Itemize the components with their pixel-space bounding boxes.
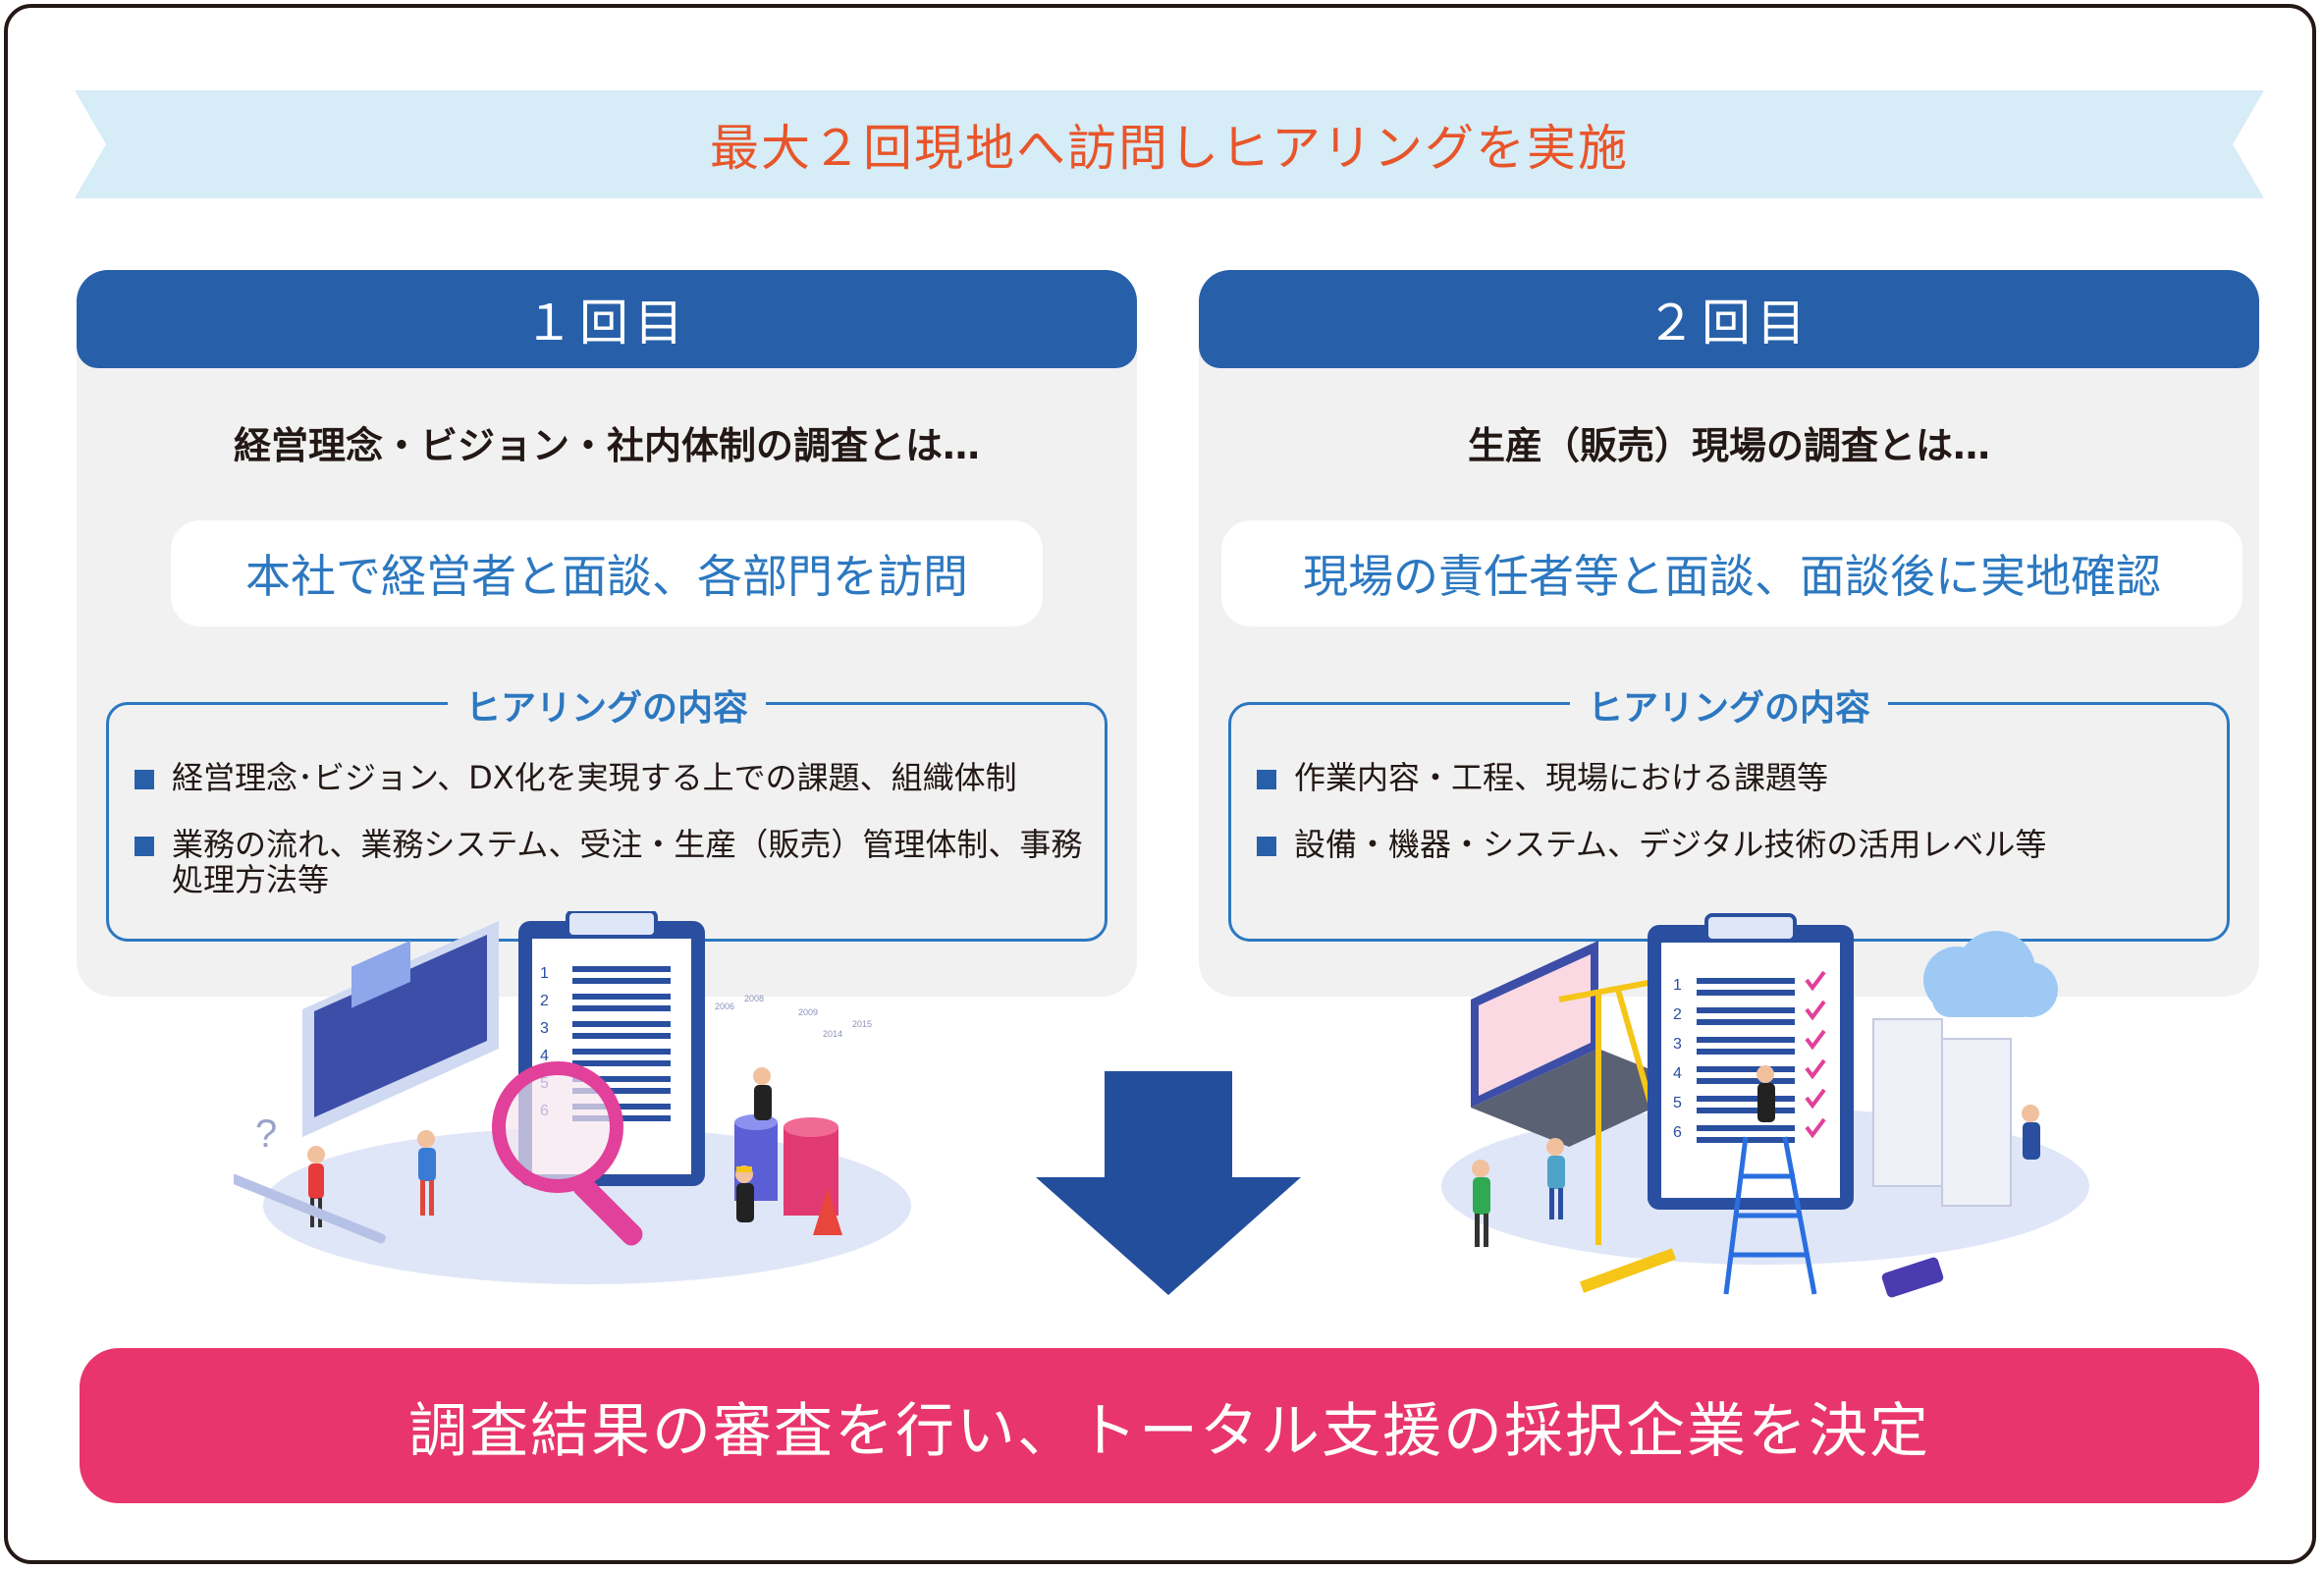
visit-1-header: １回目 xyxy=(77,270,1137,368)
monitor-icon xyxy=(302,921,499,1137)
headline-ribbon: 最大２回現地へ訪問しヒアリングを実施 xyxy=(75,90,2264,198)
list-item-text: 設備・機器・システム、デジタル技術の活用レベル等 xyxy=(1294,826,2047,863)
visit-1-content-title: ヒアリングの内容 xyxy=(447,679,767,731)
list-item: 設備・機器・システム、デジタル技術の活用レベル等 xyxy=(1257,827,2207,862)
person-icon xyxy=(2022,1105,2040,1160)
visit-2-content-box: ヒアリングの内容 作業内容・工程、現場における課題等 設備・機器・システム、デジ… xyxy=(1228,679,2230,942)
ladder-icon xyxy=(1723,1136,1817,1295)
list-item: 経営理念･ビジョン、DX化を実現する上での課題、組織体制 xyxy=(135,760,1085,795)
visit-2-panel: ２回目 生産（販売）現場の調査とは… 現場の責任者等と面談、面談後に実地確認 ヒ… xyxy=(1199,270,2259,997)
clipboard-numbers: 1 2 3 4 5 6 xyxy=(1673,977,1682,1141)
year-label: 2015 xyxy=(852,1019,872,1029)
visit-1-content-box: ヒアリングの内容 経営理念･ビジョン、DX化を実現する上での課題、組織体制 業務… xyxy=(106,679,1108,942)
square-bullet-icon xyxy=(1257,770,1276,789)
person-icon xyxy=(1546,1138,1565,1219)
list-item: 作業内容・工程、現場における課題等 xyxy=(1257,760,2207,795)
list-number-3: 3 xyxy=(540,1020,549,1037)
check-marks xyxy=(1805,970,1826,1139)
list-number-5: 5 xyxy=(1673,1095,1682,1111)
list-item: 業務の流れ、業務システム、受注・生産（販売）管理体制、事務処理方法等 xyxy=(135,827,1085,897)
year-label: 2014 xyxy=(823,1029,842,1039)
down-arrow-icon xyxy=(1036,1071,1301,1295)
visit-1-question: 経営理念・ビジョン・社内体制の調査とは… xyxy=(233,424,980,467)
list-number-2: 2 xyxy=(540,993,549,1009)
result-banner: 調査結果の審査を行い、トータル支援の採択企業を決定 xyxy=(80,1348,2259,1503)
person-icon xyxy=(1472,1160,1490,1247)
list-number-3: 3 xyxy=(1673,1036,1682,1053)
person-icon xyxy=(1757,1065,1775,1122)
square-bullet-icon xyxy=(1257,837,1276,856)
year-label: 2009 xyxy=(798,1007,818,1017)
year-label: 2006 xyxy=(715,1002,734,1011)
visit-2-question: 生産（販売）現場の調査とは… xyxy=(1467,424,1990,467)
chart-year-labels: 2006 2008 2009 2014 2015 xyxy=(715,994,872,1039)
server-rack-icon xyxy=(1872,1018,2012,1207)
person-icon xyxy=(417,1130,436,1216)
visit-1-panel: １回目 経営理念・ビジョン・社内体制の調査とは… 本社で経営者と面談、各部門を訪… xyxy=(77,270,1137,997)
visit-2-header: ２回目 xyxy=(1199,270,2259,368)
list-item-text: 業務の流れ、業務システム、受注・生産（販売）管理体制、事務処理方法等 xyxy=(172,826,1083,898)
list-number-6: 6 xyxy=(1673,1124,1682,1141)
list-number-4: 4 xyxy=(540,1048,549,1064)
visit-2-content-title: ヒアリングの内容 xyxy=(1569,679,1889,731)
list-item-text: 経営理念･ビジョン、DX化を実現する上での課題、組織体制 xyxy=(172,759,1017,796)
square-bullet-icon xyxy=(135,837,154,856)
year-label: 2008 xyxy=(744,994,764,1003)
magnifier-icon xyxy=(492,1061,643,1246)
list-number-4: 4 xyxy=(1673,1065,1682,1082)
visit-1-highlight: 本社で経営者と面談、各部門を訪問 xyxy=(171,520,1043,626)
ribbon-shape xyxy=(75,90,2264,198)
visit-1-item-list: 経営理念･ビジョン、DX化を実現する上での課題、組織体制 業務の流れ、業務システ… xyxy=(135,760,1085,929)
factory-inspection-illustration: 1 2 3 4 5 6 xyxy=(1441,913,2089,1298)
clipboard-icon: 1 2 3 4 5 6 xyxy=(1648,913,1854,1210)
diagram-frame: 最大２回現地へ訪問しヒアリングを実施 １回目 経営理念・ビジョン・社内体制の調査… xyxy=(4,4,2316,1564)
square-bullet-icon xyxy=(135,770,154,789)
list-number-1: 1 xyxy=(540,965,549,982)
visit-2-item-list: 作業内容・工程、現場における課題等 設備・機器・システム、デジタル技術の活用レベ… xyxy=(1257,760,2207,893)
list-number-2: 2 xyxy=(1673,1006,1682,1023)
traffic-cone-icon xyxy=(813,1188,842,1235)
smartphone-icon xyxy=(1881,1257,1944,1298)
pencil-icon xyxy=(234,1173,386,1244)
office-interview-illustration: 1 2 3 4 5 6 2006 2008 2009 2014 2015 xyxy=(234,911,911,1284)
ruler-icon xyxy=(1579,1248,1677,1293)
visit-2-highlight: 現場の責任者等と面談、面談後に実地確認 xyxy=(1221,520,2243,626)
worker-icon xyxy=(735,1165,754,1222)
cloud-icon xyxy=(1923,931,2058,1017)
question-mark: ? xyxy=(255,1112,277,1156)
list-item-text: 作業内容・工程、現場における課題等 xyxy=(1294,759,1829,796)
list-number-1: 1 xyxy=(1673,977,1682,994)
person-icon xyxy=(753,1067,772,1120)
headline-title: 最大２回現地へ訪問しヒアリングを実施 xyxy=(710,120,1629,177)
